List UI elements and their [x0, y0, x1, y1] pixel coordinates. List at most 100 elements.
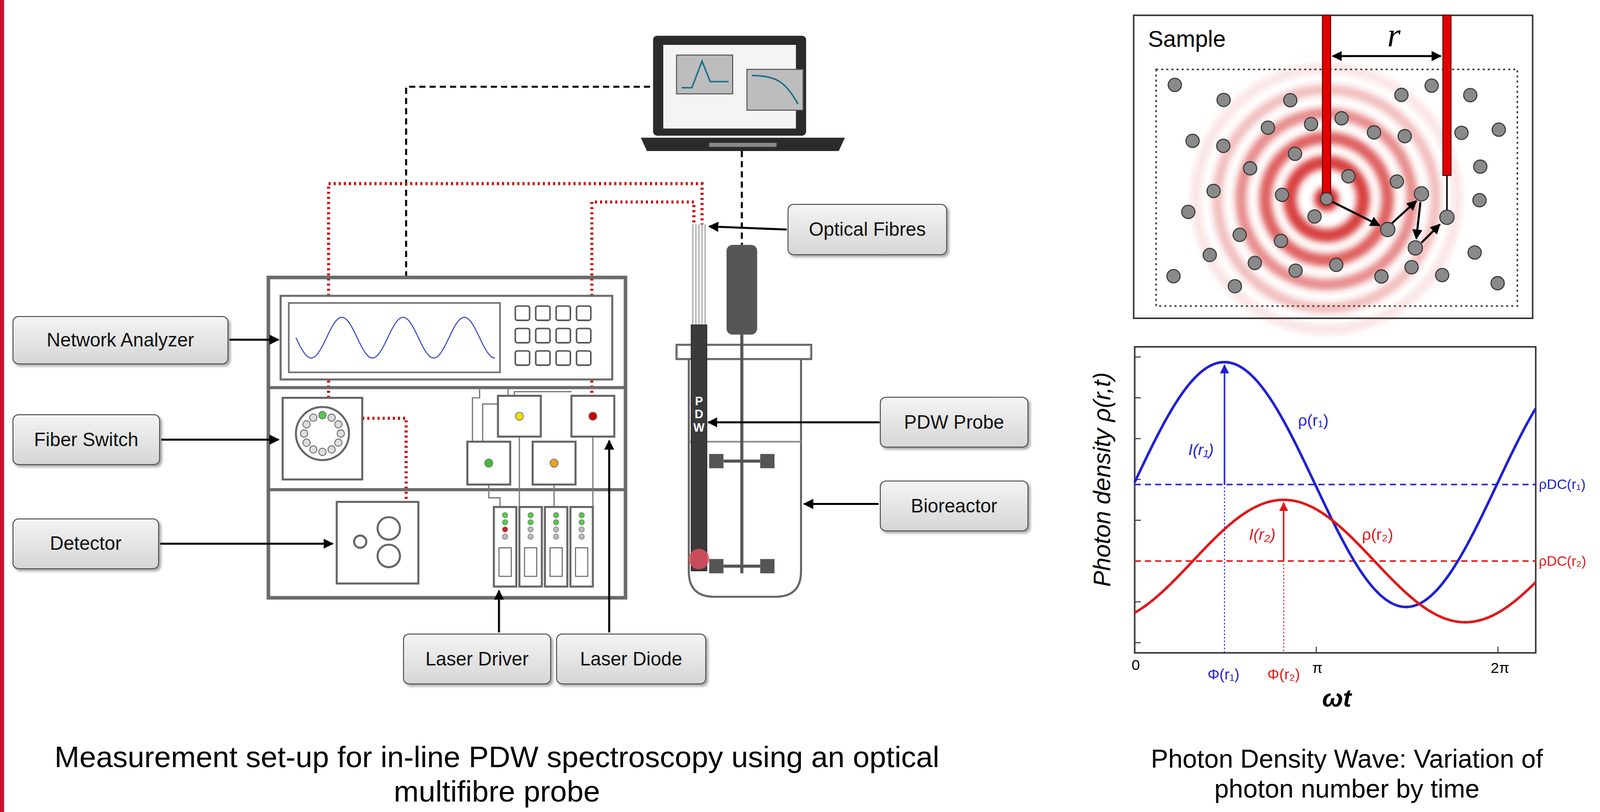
- laser-dot: [550, 459, 559, 468]
- scatterer: [1167, 78, 1506, 293]
- switch-port: [309, 445, 318, 454]
- path-scatterer: [1414, 187, 1429, 202]
- laptop: [681, 61, 729, 88]
- dc-label: ρDC(r₁): [1538, 476, 1586, 493]
- axis-title: ωt: [1322, 684, 1352, 714]
- analyzer-button: [515, 328, 530, 344]
- switch-port: [334, 420, 343, 429]
- scatterer: [1274, 234, 1288, 248]
- switch-port: [302, 420, 311, 429]
- laser-driver: [524, 548, 538, 577]
- stirrer: [709, 244, 775, 574]
- laser-driver: [528, 512, 534, 519]
- instrument-rack: [268, 277, 626, 599]
- laser-dot: [484, 459, 493, 468]
- laser-dot: [588, 412, 597, 421]
- phase-label: Φ(r₂): [1267, 665, 1301, 684]
- scatterer: [1283, 93, 1298, 108]
- scatterer: [1435, 268, 1449, 283]
- analyzer-button: [535, 306, 551, 321]
- scatterer: [1395, 88, 1409, 102]
- laser-driver: [528, 519, 534, 526]
- switch-port: [337, 429, 345, 438]
- scatterer: [1467, 245, 1482, 260]
- laser-driver: [579, 519, 585, 526]
- scatterer: [1473, 160, 1488, 174]
- laser-diode: [571, 396, 615, 437]
- analyzer-button: [576, 328, 592, 344]
- axis-tick: [1134, 438, 1141, 440]
- optical-fibre: [704, 224, 706, 325]
- scatterer: [1307, 209, 1322, 224]
- laser-driver: [502, 512, 508, 519]
- scatterer: [1390, 175, 1404, 189]
- laptop: [640, 35, 845, 152]
- tick-label: 2π: [1490, 659, 1510, 678]
- laser-driver: [493, 507, 593, 588]
- phase-label: Φ(r₁): [1207, 665, 1240, 684]
- laser-driver: [528, 534, 534, 540]
- scatterer: [1375, 269, 1389, 284]
- switch-port: [318, 448, 327, 456]
- callout-text: Laser Driver: [425, 648, 529, 671]
- callout-leader: [803, 503, 879, 506]
- stirrer: [726, 244, 758, 335]
- dc-label: ρDC(r₂): [1538, 553, 1587, 570]
- scatterer: [1275, 188, 1289, 202]
- phase-marker: [1283, 500, 1285, 654]
- photon-path: [1332, 201, 1380, 226]
- stirrer: [760, 454, 775, 469]
- callout-box: Laser Driver: [402, 633, 552, 685]
- laser-driver: [553, 527, 560, 533]
- detector: [336, 502, 419, 585]
- laser-driver: [519, 507, 542, 588]
- laser-dot: [515, 412, 524, 421]
- laser-driver: [579, 512, 585, 519]
- callout-leader: [161, 438, 279, 441]
- optical-fibre: [695, 224, 697, 325]
- scatterer: [1232, 228, 1247, 242]
- sample-fibre: [1322, 15, 1452, 211]
- fiber-switch: [295, 407, 349, 461]
- axis-tick: [1134, 397, 1141, 399]
- photon-path: [1332, 200, 1440, 243]
- analyzer-button: [556, 351, 571, 366]
- amplitude-label: I(r₂): [1248, 525, 1276, 545]
- callout-box: Optical Fibres: [787, 203, 947, 255]
- path-scatterer: [1380, 222, 1396, 237]
- axis-title: Photon density ρ(r,t): [1088, 372, 1116, 588]
- callout-text: Detector: [49, 533, 122, 555]
- laser-diode: [467, 441, 511, 485]
- optical-fibre: [692, 224, 694, 325]
- scatterer: [1288, 147, 1302, 161]
- scatterer: [1248, 256, 1262, 270]
- axis-tick: [1134, 357, 1498, 653]
- scatterer: [1206, 184, 1221, 199]
- switch-port: [328, 413, 336, 422]
- laser-driver: [493, 507, 517, 588]
- scatterer: [1341, 169, 1356, 184]
- scatterer: [1304, 117, 1318, 131]
- laser-driver: [570, 507, 594, 588]
- tick-label: π: [1312, 659, 1323, 678]
- analyzer-button: [535, 328, 551, 344]
- scatterer: [1404, 260, 1419, 275]
- photon-path: [1421, 224, 1440, 243]
- axis-tick: [1134, 601, 1141, 603]
- stirrer: [723, 565, 761, 569]
- instrument-rack: [288, 303, 501, 373]
- sample-fibre: [1446, 175, 1448, 211]
- stirrer: [740, 334, 744, 574]
- laptop: [747, 69, 804, 111]
- laser-driver: [545, 507, 568, 588]
- callout-text: PDW Probe: [904, 411, 1005, 434]
- distance-arrow: [1332, 55, 1441, 58]
- analyzer-button: [576, 306, 592, 321]
- laser-driver: [579, 527, 585, 533]
- laptop: [709, 143, 777, 148]
- path-scatterer: [1320, 187, 1454, 256]
- analyzer-trace: [295, 317, 495, 359]
- scatterer: [1398, 129, 1412, 144]
- instrument-rack: [268, 386, 626, 390]
- amplitude-arrow: [1223, 365, 1226, 485]
